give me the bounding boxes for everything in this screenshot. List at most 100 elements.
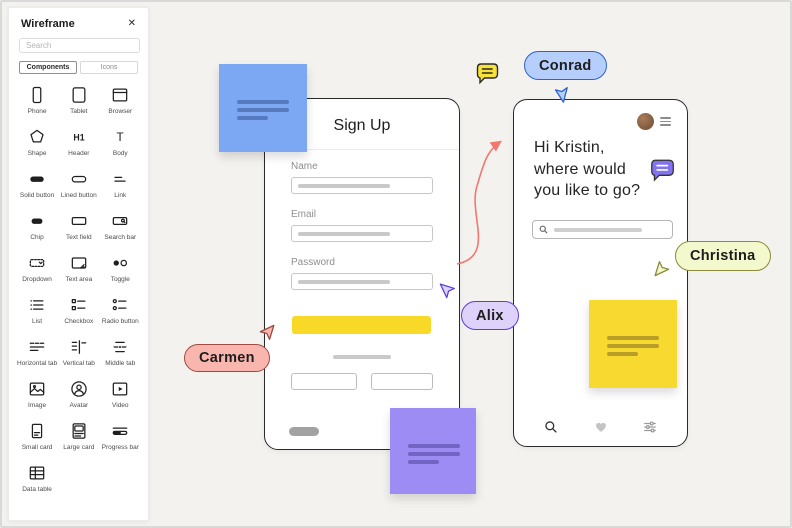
svg-text:H1: H1 xyxy=(73,132,84,142)
profile-avatar[interactable] xyxy=(637,113,654,130)
text-line xyxy=(408,444,460,448)
component-phone[interactable]: Phone xyxy=(17,84,57,118)
search-input[interactable] xyxy=(19,38,140,53)
image-icon xyxy=(27,378,47,400)
component-label: Phone xyxy=(27,108,47,115)
component-label: Dropdown xyxy=(22,276,52,283)
menu-icon[interactable] xyxy=(660,117,671,126)
component-checkbox[interactable]: Checkbox xyxy=(59,294,98,328)
text-line xyxy=(237,108,289,112)
header-icon: H1 xyxy=(69,126,89,148)
collaborator-label-alix[interactable]: Alix xyxy=(461,301,519,330)
horizontal-tab-icon xyxy=(27,336,47,358)
field-label: Email xyxy=(291,209,317,220)
component-label: Middle tab xyxy=(105,360,136,367)
component-browser[interactable]: Browser xyxy=(101,84,140,118)
password-input[interactable] xyxy=(291,273,433,290)
dropdown-icon xyxy=(27,252,47,274)
vertical-tab-icon xyxy=(69,336,89,358)
cursor-christina xyxy=(654,261,670,277)
search-icon[interactable] xyxy=(544,420,558,434)
field-label: Password xyxy=(291,257,335,268)
cursor-conrad xyxy=(554,87,568,103)
browser-icon xyxy=(110,84,130,106)
list-icon xyxy=(27,294,47,316)
chat-search-bar[interactable] xyxy=(532,220,673,239)
component-radio-button[interactable]: Radio button xyxy=(101,294,140,328)
comment-bubble-icon[interactable] xyxy=(648,157,677,185)
collaborator-label-christina[interactable]: Christina xyxy=(675,241,771,271)
component-solid-button[interactable]: Solid button xyxy=(17,168,57,202)
sticky-note-purple[interactable] xyxy=(390,408,476,494)
primary-button[interactable] xyxy=(292,316,431,334)
tab-icons[interactable]: Icons xyxy=(80,61,138,74)
component-label: Radio button xyxy=(101,318,139,325)
chip-icon xyxy=(27,210,47,232)
text-line xyxy=(237,116,268,120)
tab-components[interactable]: Components xyxy=(19,61,77,74)
close-icon[interactable]: ✕ xyxy=(127,18,136,29)
component-label: Header xyxy=(68,150,90,157)
component-data-table[interactable]: Data table xyxy=(17,462,57,496)
component-chip[interactable]: Chip xyxy=(17,210,57,244)
radio-button-icon xyxy=(110,294,130,316)
email-input[interactable] xyxy=(291,225,433,242)
panel-header: Wireframe ✕ xyxy=(9,8,148,36)
component-horizontal-tab[interactable]: Horizontal tab xyxy=(17,336,57,370)
component-image[interactable]: Image xyxy=(17,378,57,412)
component-lined-button[interactable]: Lined button xyxy=(59,168,98,202)
shape-icon xyxy=(27,126,47,148)
component-avatar[interactable]: Avatar xyxy=(59,378,98,412)
component-label: Lined button xyxy=(60,192,97,199)
collaborator-label-conrad[interactable]: Conrad xyxy=(524,51,607,80)
component-vertical-tab[interactable]: Vertical tab xyxy=(59,336,98,370)
body-icon: T xyxy=(110,126,130,148)
component-shape[interactable]: Shape xyxy=(17,126,57,160)
text-line xyxy=(408,460,439,464)
sticky-note-yellow[interactable] xyxy=(589,300,677,388)
search-placeholder-line xyxy=(554,227,642,232)
component-video[interactable]: Video xyxy=(101,378,140,412)
component-tablet[interactable]: Tablet xyxy=(59,84,98,118)
component-middle-tab[interactable]: Middle tab xyxy=(101,336,140,370)
component-label: Solid button xyxy=(19,192,55,199)
filter-icon[interactable] xyxy=(643,420,657,434)
component-small-card[interactable]: Small card xyxy=(17,420,57,454)
secondary-button-left[interactable] xyxy=(291,373,357,390)
text-line xyxy=(607,352,638,356)
component-label: Checkbox xyxy=(64,318,94,325)
component-text-field[interactable]: Text field xyxy=(59,210,98,244)
name-input[interactable] xyxy=(291,177,433,194)
toggle-icon xyxy=(110,252,130,274)
video-icon xyxy=(110,378,130,400)
component-large-card[interactable]: Large card xyxy=(59,420,98,454)
component-list[interactable]: List xyxy=(17,294,57,328)
component-dropdown[interactable]: Dropdown xyxy=(17,252,57,286)
component-label: List xyxy=(31,318,43,325)
component-link[interactable]: Link xyxy=(101,168,140,202)
component-text-area[interactable]: Text area xyxy=(59,252,98,286)
component-toggle[interactable]: Toggle xyxy=(101,252,140,286)
component-label: Image xyxy=(28,402,47,409)
tablet-icon xyxy=(69,84,89,106)
text-field-icon xyxy=(69,210,89,232)
secondary-button-right[interactable] xyxy=(371,373,433,390)
collaborator-label-carmen[interactable]: Carmen xyxy=(184,344,270,372)
avatar-icon xyxy=(69,378,89,400)
sticky-note-blue[interactable] xyxy=(219,64,307,152)
text-placeholder-line xyxy=(333,355,391,359)
lined-button-icon xyxy=(69,168,89,190)
search-bar-icon xyxy=(110,210,130,232)
component-progress-bar[interactable]: Progress bar xyxy=(101,420,140,454)
text-line xyxy=(607,336,659,340)
component-search-bar[interactable]: Search bar xyxy=(101,210,140,244)
heart-icon[interactable] xyxy=(594,420,608,434)
component-label: Browser xyxy=(108,108,133,115)
comment-bubble-icon[interactable] xyxy=(474,61,501,87)
